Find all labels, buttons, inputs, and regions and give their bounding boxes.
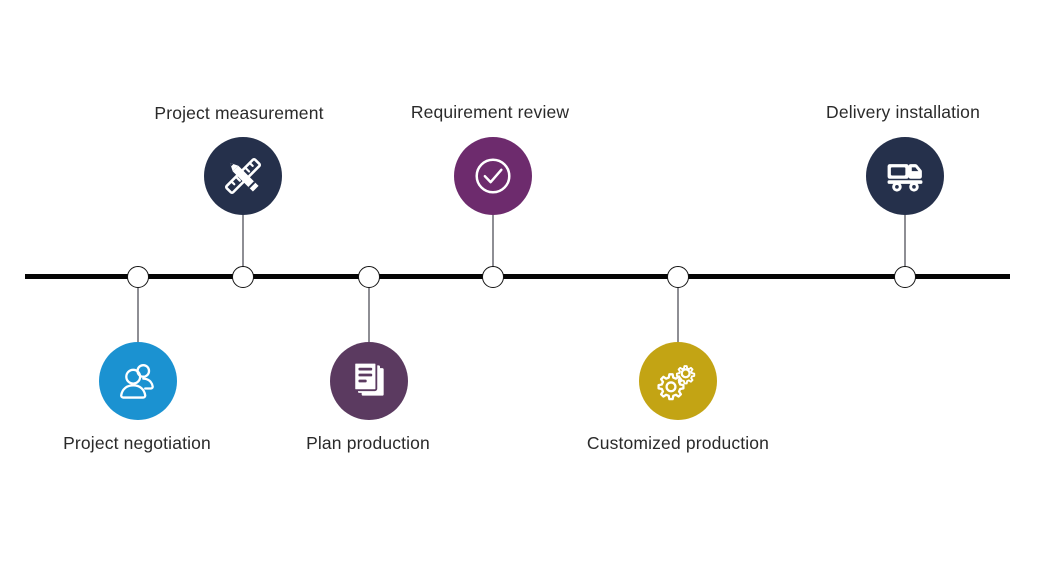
ruler-pencil-icon — [219, 152, 267, 200]
delivery-truck-icon — [883, 154, 927, 198]
icon-bubble-customized-production[interactable] — [639, 342, 717, 420]
stem-project-negotiation — [137, 288, 139, 342]
check-circle-icon — [470, 153, 516, 199]
caption-project-measurement: Project measurement — [154, 103, 324, 123]
node-project-negotiation[interactable] — [127, 266, 149, 288]
gears-icon — [655, 358, 701, 404]
caption-customized-production: Customized production — [586, 433, 770, 453]
node-requirement-review[interactable] — [482, 266, 504, 288]
caption-requirement-review: Requirement review — [410, 102, 570, 122]
caption-delivery-installation: Delivery installation — [826, 102, 980, 122]
stem-delivery-installation — [904, 215, 906, 267]
stem-project-measurement — [242, 215, 244, 267]
icon-bubble-requirement-review[interactable] — [454, 137, 532, 215]
node-project-measurement[interactable] — [232, 266, 254, 288]
caption-project-negotiation: Project negotiation — [63, 433, 211, 453]
stem-plan-production — [368, 288, 370, 342]
node-delivery-installation[interactable] — [894, 266, 916, 288]
documents-icon — [347, 359, 391, 403]
icon-bubble-plan-production[interactable] — [330, 342, 408, 420]
people-group-icon — [115, 358, 161, 404]
icon-bubble-project-negotiation[interactable] — [99, 342, 177, 420]
icon-bubble-project-measurement[interactable] — [204, 137, 282, 215]
caption-plan-production: Plan production — [306, 433, 430, 453]
node-customized-production[interactable] — [667, 266, 689, 288]
stem-requirement-review — [492, 215, 494, 267]
timeline-axis — [25, 274, 1010, 279]
icon-bubble-delivery-installation[interactable] — [866, 137, 944, 215]
node-plan-production[interactable] — [358, 266, 380, 288]
stem-customized-production — [677, 288, 679, 342]
